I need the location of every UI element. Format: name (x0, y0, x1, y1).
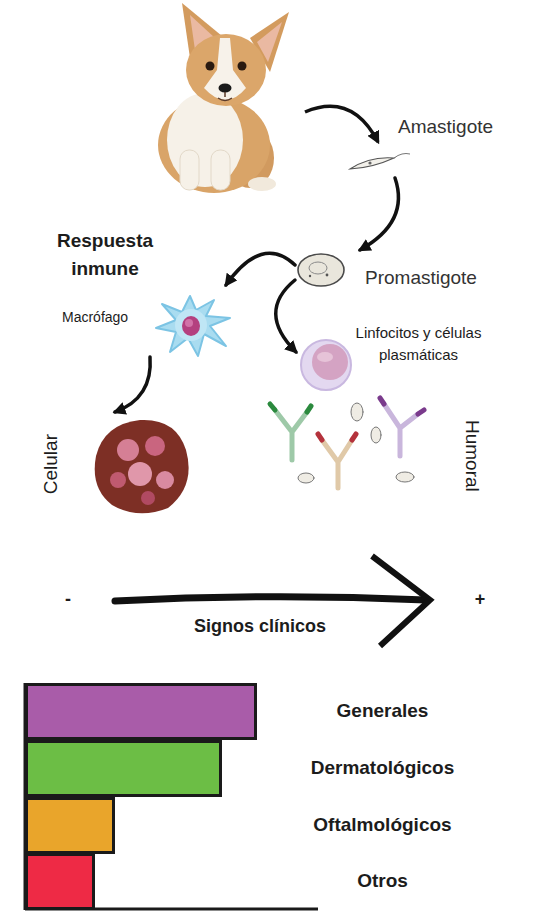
dog-leg (211, 150, 230, 190)
bar-fill (25, 740, 222, 797)
macrophage-illustration (156, 296, 230, 356)
node-label: Promastigote (365, 267, 500, 290)
antibody-illustration (270, 398, 424, 488)
response-type: Humoral (252, 392, 487, 510)
chart-bar: Dermatológicos (25, 740, 475, 797)
dog-leg (180, 150, 199, 190)
flow-arrow (115, 357, 150, 412)
chart-bar: Generales (25, 683, 475, 740)
section-heading: Respuesta inmune (40, 227, 170, 283)
amastigote-illustration (350, 154, 410, 170)
granuloma-illustration (95, 420, 189, 513)
dog-illustration (158, 3, 289, 193)
immune-cell: Macrófago (58, 285, 236, 357)
dog-head (186, 34, 266, 106)
flow-arrow (276, 280, 296, 352)
scale-arrowhead (372, 556, 430, 646)
bar-fill (25, 797, 115, 854)
flow-arrow (226, 253, 295, 285)
bar-fill (25, 853, 95, 910)
node-label: Generales (285, 700, 480, 723)
immune-cell: Linfocitos y células plasmáticas (296, 320, 506, 390)
dog-eye (206, 62, 215, 71)
node-label: Amastigote (398, 116, 508, 139)
node-label: Celular (40, 434, 63, 494)
lymphocyte-illustration (301, 340, 351, 390)
dog-mouth (218, 92, 232, 101)
bar-fill (25, 683, 257, 740)
node-label: Macrófago (62, 309, 152, 326)
node-label: Oftalmológicos (285, 814, 480, 837)
scale-end: + (470, 589, 490, 611)
scale-arrow (115, 597, 426, 601)
chart-bar: Oftalmológicos (25, 797, 475, 854)
cell-stage: Promastigote (295, 250, 500, 292)
response-type: Celular (38, 412, 190, 517)
dog-nose (219, 84, 232, 93)
axis-title: Signos clínicos (160, 616, 360, 638)
node-label: Linfocitos y células plasmáticas (336, 322, 501, 366)
chart-bar: Otros (25, 853, 475, 910)
dog-chest (167, 93, 243, 187)
cell-stage: Amastigote (340, 112, 510, 178)
node-label: Humoral (460, 420, 483, 492)
dog-paw (248, 177, 276, 191)
scale-end: - (58, 589, 78, 611)
flow-arrow (305, 106, 378, 142)
dog-muzzle (204, 38, 246, 100)
promastigote-illustration (298, 254, 344, 286)
flow-arrow (360, 178, 398, 250)
node-label: Dermatológicos (285, 757, 480, 780)
node-label: Otros (285, 870, 480, 893)
dog-eye (238, 62, 247, 71)
